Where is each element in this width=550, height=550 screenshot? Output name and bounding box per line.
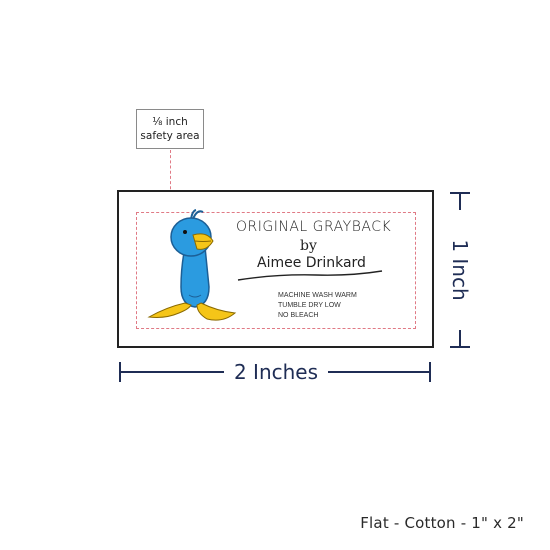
safety-area-callout: ⅛ inch safety area: [136, 109, 204, 149]
label-author: Aimee Drinkard: [257, 255, 366, 271]
width-dimension-label: 2 Inches: [224, 358, 328, 386]
care-line-1: MACHINE WASH WARM: [278, 292, 357, 299]
product-caption: Flat - Cotton - 1" x 2": [360, 514, 524, 532]
height-dimension-label: 1 Inch: [446, 210, 474, 330]
callout-line-1: ⅛ inch: [152, 116, 188, 128]
callout-leader-line: [170, 150, 171, 210]
care-instructions: MACHINE WASH WARM TUMBLE DRY LOW NO BLEA…: [278, 291, 357, 321]
safety-area-border: [136, 212, 416, 329]
label-outline: [117, 190, 434, 348]
label-by: by: [300, 238, 317, 254]
callout-line-2: safety area: [140, 130, 200, 142]
underline-swoosh: [237, 270, 383, 281]
label-title: ORIGINAL GRAYBACK: [236, 219, 392, 235]
care-line-3: NO BLEACH: [278, 312, 319, 319]
care-line-2: TUMBLE DRY LOW: [278, 302, 341, 309]
blue-bird-icon: [147, 209, 237, 321]
